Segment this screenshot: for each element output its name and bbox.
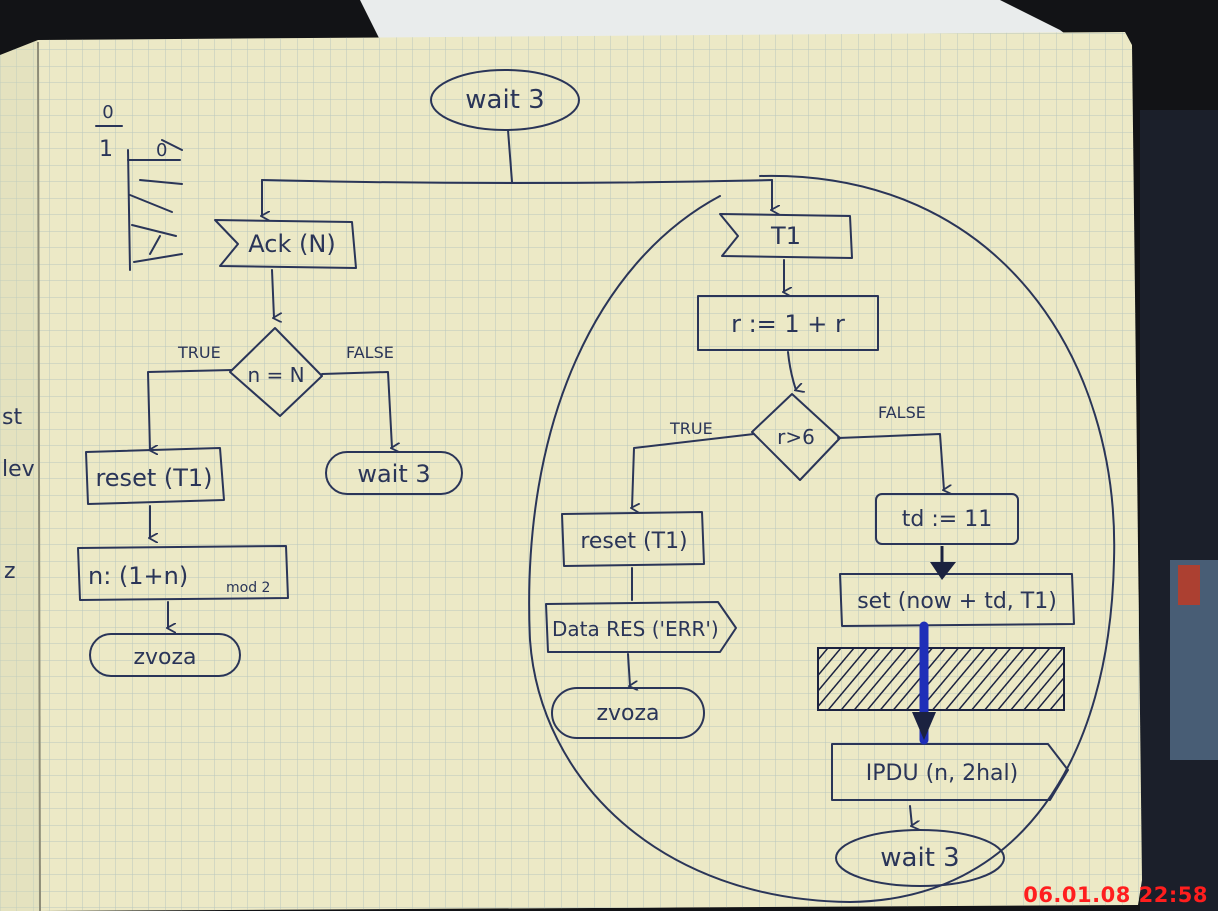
left-assign-n xyxy=(77,545,289,601)
left-assign-sub: mod 2 xyxy=(226,580,270,596)
desk-right xyxy=(1140,110,1218,911)
right-reset-label: reset (T1) xyxy=(580,529,687,554)
right-decision-label: r>6 xyxy=(777,425,815,449)
right-input-label: T1 xyxy=(770,222,801,250)
right-data-res-label: Data RES ('ERR') xyxy=(552,617,719,641)
left-end-zvoza xyxy=(89,633,241,677)
left-true-label: TRUE xyxy=(177,343,221,362)
left-input-ack xyxy=(214,219,357,269)
left-input-label: Ack (N) xyxy=(248,230,335,258)
edge-note-1: st xyxy=(2,405,22,430)
right-set-timer xyxy=(839,573,1075,627)
timing-mid-label: 1 xyxy=(99,137,113,162)
left-decision-label: n = N xyxy=(247,363,304,387)
left-end-label: zvoza xyxy=(133,645,196,670)
right-assign-label: r := 1 + r xyxy=(731,310,845,338)
left-reset-label: reset (T1) xyxy=(95,464,212,492)
right-ipdu-label: IPDU (n, 2hal) xyxy=(866,761,1018,786)
loop-outline xyxy=(528,174,1116,903)
left-decision xyxy=(229,327,323,417)
right-input-t1 xyxy=(719,213,853,259)
left-false-wait3 xyxy=(325,451,463,495)
date-timestamp: 06.01.08 22:58 xyxy=(1023,883,1208,907)
right-zvoza-label: zvoza xyxy=(596,701,659,726)
right-end-wait3 xyxy=(835,829,1005,887)
right-reset xyxy=(561,511,705,567)
timing-top-label: 0 xyxy=(102,102,113,123)
left-false-label: FALSE xyxy=(346,343,394,362)
right-false-label: FALSE xyxy=(878,403,926,422)
right-ipdu xyxy=(831,743,1069,801)
right-true-label: TRUE xyxy=(669,419,713,438)
right-td-assign xyxy=(875,493,1019,545)
edge-note-2: lev xyxy=(2,457,35,482)
right-td-label: td := 11 xyxy=(902,507,992,532)
start-node-wait3 xyxy=(430,69,580,131)
right-end-zvoza xyxy=(551,687,705,739)
right-data-res xyxy=(545,601,737,653)
left-false-target-label: wait 3 xyxy=(357,460,430,488)
left-assign-label: n: (1+n) xyxy=(88,562,188,590)
timing-zero-label: 0 xyxy=(156,140,167,161)
edge-note-3: z xyxy=(4,559,16,584)
right-assign-r xyxy=(697,295,879,351)
right-set-label: set (now + td, T1) xyxy=(857,589,1057,614)
right-end-label: wait 3 xyxy=(880,843,959,873)
left-reset xyxy=(85,447,225,505)
crossed-out-box xyxy=(817,647,1065,711)
start-label: wait 3 xyxy=(465,85,544,115)
right-decision xyxy=(751,393,841,481)
